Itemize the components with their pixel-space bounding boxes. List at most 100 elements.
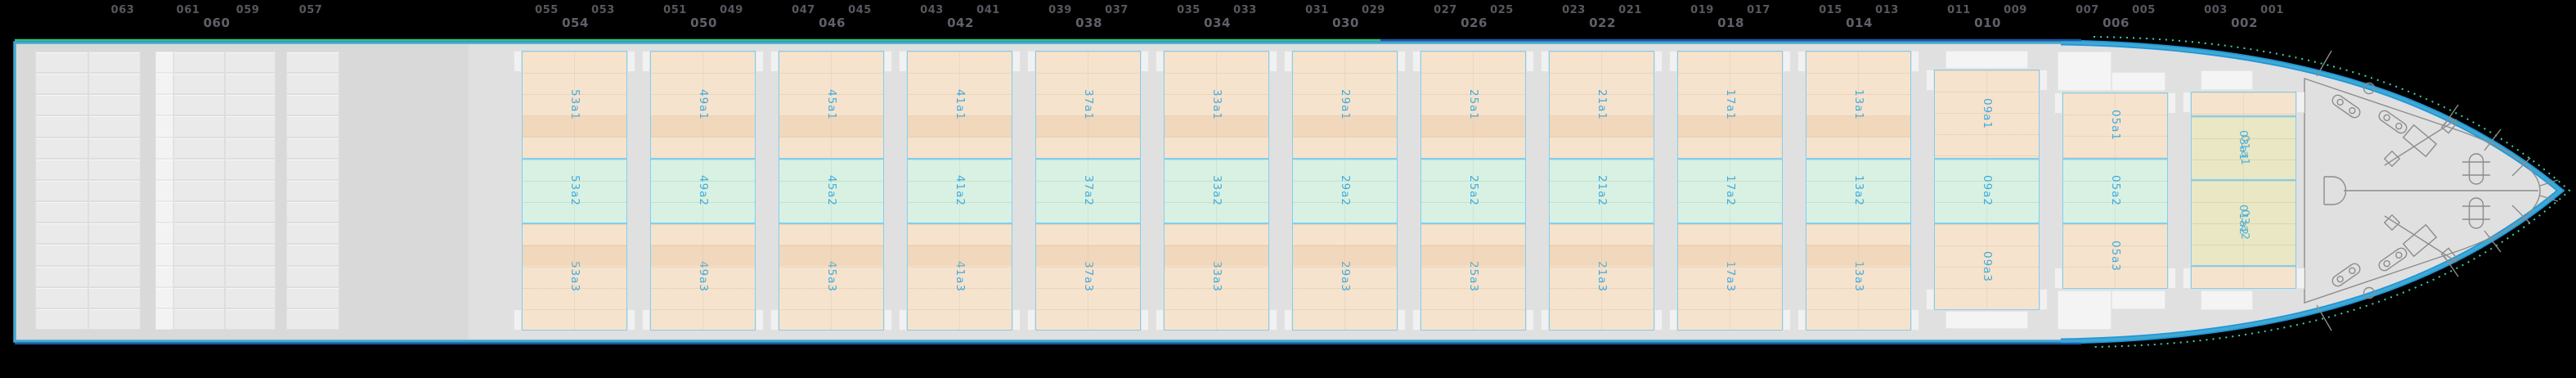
windlass-icon [2402, 124, 2438, 158]
empty-tier-marker [1945, 51, 2028, 69]
hatch-corner-marker [1783, 309, 1791, 331]
frame-number-label: 045 [848, 4, 872, 16]
bay-slot-25a3[interactable]: 25a3 [1420, 223, 1526, 331]
bay-slot-37a3[interactable]: 37a3 [1035, 223, 1141, 331]
bay-slot-49a3[interactable]: 49a3 [650, 223, 756, 331]
bay-slot-29a1[interactable]: 29a1 [1292, 51, 1398, 159]
bay-slot-33a3[interactable]: 33a3 [1164, 223, 1269, 331]
bay-slot-53a2[interactable]: 53a2 [522, 158, 627, 223]
bay-13[interactable]: 13a1 13a2 13a3 [1806, 51, 1911, 331]
bay-slot-53a1[interactable]: 53a1 [522, 51, 627, 159]
hatch-corner-marker [1669, 51, 1677, 72]
bay-slot-05a1[interactable]: 05a1 [2062, 92, 2168, 159]
slot-label: 41a3 [953, 261, 967, 293]
empty-slot-cell [35, 115, 88, 137]
windlass-icon [2402, 223, 2438, 258]
bay-slot-13a3[interactable]: 13a3 [1806, 223, 1911, 331]
empty-slot-cell [35, 52, 88, 74]
bay-slot-41a3[interactable]: 41a3 [907, 223, 1012, 331]
bay-slot-45a3[interactable]: 45a3 [779, 223, 884, 331]
bay-slot-49a2[interactable]: 49a2 [650, 158, 756, 223]
frame-number-label: 050 [690, 16, 717, 30]
bay-01-strip-bottom[interactable] [2191, 265, 2296, 289]
empty-slot-cell [88, 244, 141, 266]
bay-slot-37a2[interactable]: 37a2 [1035, 158, 1141, 223]
bay-slot-05a2[interactable]: 05a2 [2062, 158, 2168, 223]
hatch-corner-marker [884, 51, 892, 72]
bay-29[interactable]: 29a1 29a2 29a3 [1292, 51, 1398, 331]
bay-slot-45a1[interactable]: 45a1 [779, 51, 884, 159]
slot-label: 37a2 [1081, 174, 1095, 207]
bollard-icon [2378, 247, 2408, 272]
empty-slot-cell [286, 201, 339, 223]
bay-slot-41a1[interactable]: 41a1 [907, 51, 1012, 159]
hatch-corner-marker [756, 309, 764, 331]
bay-slot-13a1[interactable]: 13a1 [1806, 51, 1911, 159]
empty-slot-cell [286, 308, 339, 330]
bay-slot-17a2[interactable]: 17a2 [1677, 158, 1783, 223]
frame-number-label: 010 [1974, 16, 2001, 30]
cargo-row-tint [1806, 116, 1910, 137]
bay-slot-53a3[interactable]: 53a3 [522, 223, 627, 331]
zone-row-lines [1036, 52, 1140, 158]
bay-slot-25a1[interactable]: 25a1 [1420, 51, 1526, 159]
slot-label: 29a2 [1338, 174, 1352, 207]
hatch-corner-marker [514, 309, 522, 331]
empty-slot-cell [224, 286, 276, 308]
hatch-corner-marker [2040, 289, 2048, 310]
bay-slot-17a1[interactable]: 17a1 [1677, 51, 1783, 159]
bay-slot-49a1[interactable]: 49a1 [650, 51, 756, 159]
bay-slot-21a2[interactable]: 21a2 [1549, 158, 1654, 223]
zone-row-lines [1550, 52, 1654, 158]
bay-slot-33a1[interactable]: 33a1 [1164, 51, 1269, 159]
hatch-corner-marker [1412, 309, 1420, 331]
bay-37[interactable]: 37a1 37a2 37a3 [1035, 51, 1141, 331]
bay-slot-13a2[interactable]: 13a2 [1806, 158, 1911, 223]
frame-number-label: 014 [1846, 16, 1873, 30]
bay-slot-05a3[interactable]: 05a3 [2062, 223, 2168, 289]
bay-slot-29a3[interactable]: 29a3 [1292, 223, 1398, 331]
frame-number-label: 051 [663, 4, 687, 16]
bay-slot-09a3[interactable]: 09a3 [1934, 223, 2040, 310]
cargo-row-tint [779, 116, 883, 137]
hatch-corner-marker [1926, 289, 1934, 310]
hatch-corner-marker [1783, 51, 1791, 72]
bay-slot-29a2[interactable]: 29a2 [1292, 158, 1398, 223]
hatch-corner-marker [642, 51, 650, 72]
bay-slot-37a1[interactable]: 37a1 [1035, 51, 1141, 159]
bay-slot-09a1[interactable]: 09a1 [1934, 70, 2040, 159]
zone-row-lines [1806, 223, 1910, 330]
bay-slot-33a2[interactable]: 33a2 [1164, 158, 1269, 223]
bay-slot-21a1[interactable]: 21a1 [1549, 51, 1654, 159]
bay-slot-41a2[interactable]: 41a2 [907, 158, 1012, 223]
frame-number-label: 031 [1305, 4, 1329, 16]
frame-number-label: 001 [2260, 4, 2284, 16]
bay-slot-09a2[interactable]: 09a2 [1934, 158, 2040, 223]
empty-slot-cell [224, 94, 276, 116]
frame-number-label: 011 [1947, 4, 1971, 16]
empty-slot-cell [88, 115, 141, 137]
slot-label: 13a2 [1851, 174, 1865, 207]
empty-slot-cell [88, 137, 141, 159]
hatch-corner-marker [884, 309, 892, 331]
empty-slot-cell [155, 158, 173, 180]
bay-slot-45a2[interactable]: 45a2 [779, 158, 884, 223]
bay-slot-21a3[interactable]: 21a3 [1549, 223, 1654, 331]
bay-01-strip-top[interactable] [2191, 92, 2296, 116]
bay-slot-25a2[interactable]: 25a2 [1420, 158, 1526, 223]
bay-slot-17a3[interactable]: 17a3 [1677, 223, 1783, 331]
gypsy-icon [2383, 214, 2401, 232]
